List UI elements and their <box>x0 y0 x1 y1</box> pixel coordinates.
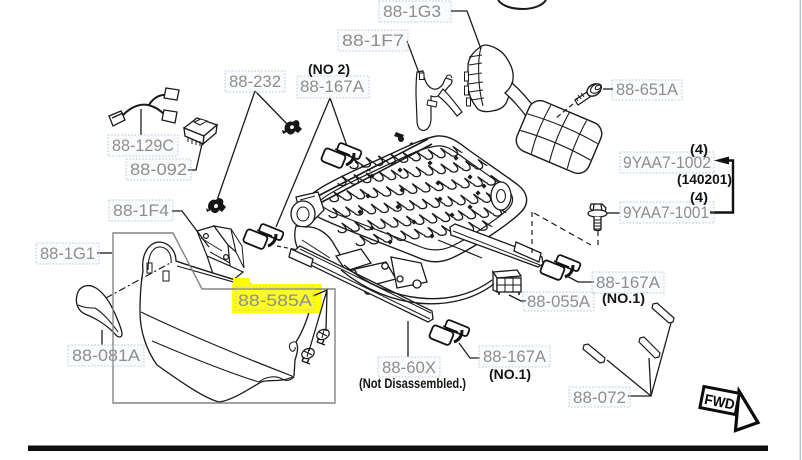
svg-text:88-092: 88-092 <box>130 160 187 179</box>
svg-text:88-1G1: 88-1G1 <box>40 244 95 263</box>
svg-text:(NO 2): (NO 2) <box>308 61 350 77</box>
svg-text:88-055A: 88-055A <box>527 292 591 311</box>
svg-text:(4): (4) <box>690 189 708 205</box>
svg-text:88-167A: 88-167A <box>596 273 661 292</box>
svg-text:88-081A: 88-081A <box>72 346 141 365</box>
svg-text:88-60X: 88-60X <box>382 358 436 377</box>
svg-text:(140201): (140201) <box>677 171 732 187</box>
svg-text:88-072: 88-072 <box>573 388 626 407</box>
svg-text:(NO.1): (NO.1) <box>489 366 531 382</box>
svg-text:FWD: FWD <box>703 392 736 414</box>
svg-text:(Not Disassembled.): (Not Disassembled.) <box>359 375 466 391</box>
svg-text:9YAA7-1001: 9YAA7-1001 <box>623 203 709 222</box>
svg-text:88-167A: 88-167A <box>300 77 365 96</box>
svg-text:88-1G3: 88-1G3 <box>383 2 441 21</box>
svg-text:88-585A: 88-585A <box>238 291 313 310</box>
svg-text:88-651A: 88-651A <box>616 80 679 99</box>
svg-text:88-1F4: 88-1F4 <box>113 201 169 220</box>
svg-text:9YAA7-1002: 9YAA7-1002 <box>623 153 711 172</box>
svg-text:88-167A: 88-167A <box>483 347 547 366</box>
svg-text:88-232: 88-232 <box>229 72 281 91</box>
svg-text:(NO.1): (NO.1) <box>602 290 645 306</box>
svg-text:88-129C: 88-129C <box>112 136 174 155</box>
svg-text:88-1F7: 88-1F7 <box>342 31 404 50</box>
svg-text:(4): (4) <box>690 141 708 157</box>
